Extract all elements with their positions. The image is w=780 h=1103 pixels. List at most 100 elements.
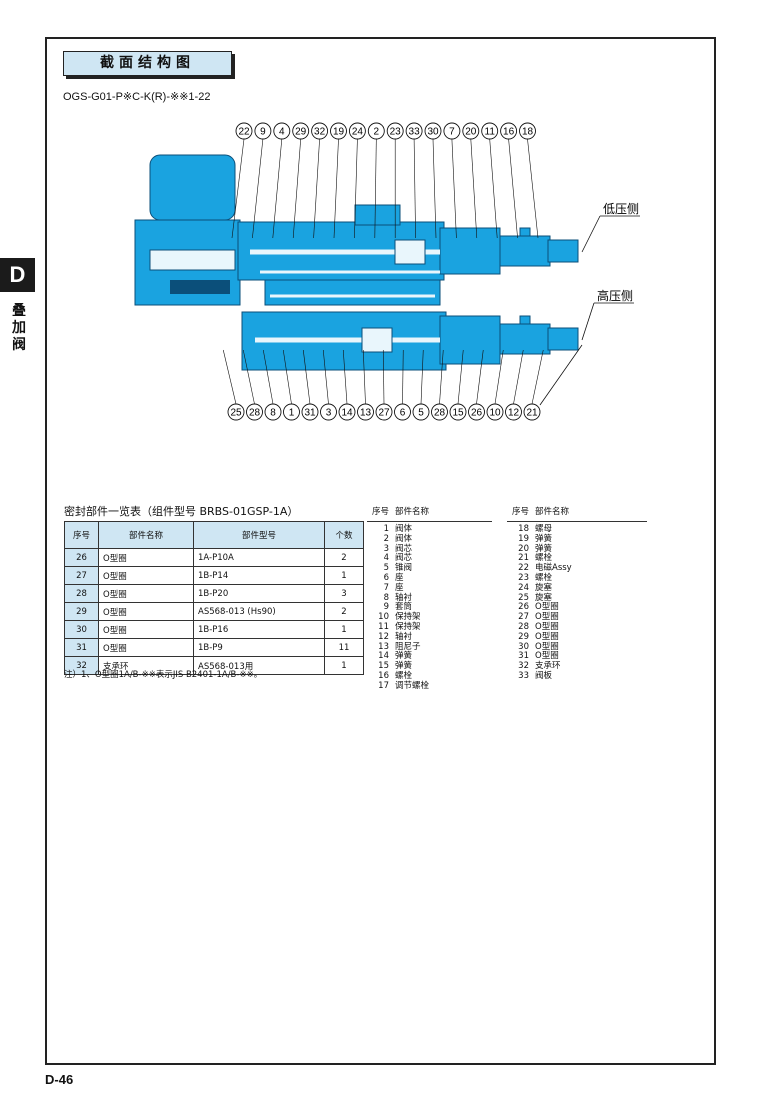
cell-model: AS568-013 (Hs90) [193, 602, 325, 621]
part-number: 9 [383, 602, 389, 613]
leader-line [413, 138, 416, 239]
callout-number: 3 [326, 408, 332, 419]
callout-number: 22 [238, 127, 250, 138]
cell-qty: 1 [324, 656, 364, 675]
cell-model: 1B-P9 [193, 638, 325, 657]
cell-qty: 2 [324, 602, 364, 621]
section-tab-label: 叠加阀 [12, 303, 26, 353]
page-number: D-46 [45, 1072, 74, 1087]
cell-name: O型圈 [98, 566, 194, 585]
list-item: 1 阀体 [367, 524, 492, 535]
part-number: 30 [518, 641, 529, 652]
callout-circle [292, 122, 310, 140]
part-name: 螺栓 [395, 670, 413, 681]
part-number: 32 [518, 661, 529, 672]
seal-table-title: 密封部件一览表（组件型号 BRBS-01GSP-1A） [64, 505, 299, 518]
leader-line [432, 138, 437, 239]
leader-line [513, 349, 524, 405]
callout-circle [320, 403, 337, 421]
part-number: 2 [383, 533, 389, 544]
callout-number: 2 [374, 127, 380, 138]
leader-line [494, 349, 504, 405]
part-number: 5 [383, 563, 389, 574]
callout-circle [431, 403, 448, 421]
part-name: 阀体 [395, 524, 413, 534]
col-header-qty: 个数 [324, 521, 364, 549]
part-number: 19 [518, 533, 529, 544]
callout-circle [443, 122, 461, 140]
part-number: 6 [383, 572, 389, 583]
leader-line [313, 138, 320, 239]
cell-no: 32 [64, 656, 99, 675]
callout-number: 4 [279, 127, 285, 138]
callout-number: 26 [471, 408, 483, 419]
leader-line [242, 349, 255, 405]
part-name: O型圈 [535, 612, 559, 623]
part-name: 调节螺栓 [395, 680, 430, 691]
callout-circle [500, 122, 518, 140]
leader-line [489, 138, 498, 239]
section-tab: D [0, 258, 35, 292]
part-number: 12 [378, 631, 389, 642]
part-number: 20 [518, 543, 529, 554]
cell-model: 1B-P20 [193, 584, 325, 603]
part-number: 11 [378, 621, 389, 632]
part-number: 1 [383, 524, 389, 534]
callout-number: 30 [427, 127, 439, 138]
callout-number: 31 [304, 408, 316, 419]
cell-qty: 3 [324, 584, 364, 603]
part-number: 23 [518, 572, 529, 583]
part-name: O型圈 [535, 602, 559, 613]
callout-number: 14 [341, 408, 353, 419]
callout-circle [338, 403, 356, 421]
callout-circle [301, 403, 319, 421]
callout-circle [235, 122, 253, 140]
part-name: 轴衬 [395, 592, 413, 603]
part-name: 螺母 [535, 524, 553, 534]
callout-number: 32 [314, 127, 326, 138]
leader-line [374, 138, 377, 239]
callout-circle [264, 403, 282, 421]
leader-line [420, 349, 424, 405]
leader-line [382, 349, 385, 405]
part-name: 螺栓 [535, 572, 553, 583]
part-name: O型圈 [535, 641, 559, 652]
callout-circle [367, 122, 385, 140]
part-name: 阀芯 [395, 553, 413, 564]
leader-line [282, 349, 292, 405]
callout-number: 23 [390, 127, 402, 138]
callout-circle [468, 403, 485, 421]
part-name: O型圈 [535, 631, 559, 642]
leader-line [272, 138, 283, 239]
leader-line [527, 138, 539, 239]
callout-circle [311, 122, 329, 140]
cell-no: 28 [64, 584, 99, 603]
callout-number: 11 [485, 127, 496, 138]
cell-no: 30 [64, 620, 99, 639]
leader-line [322, 349, 329, 405]
part-name: 座 [395, 572, 404, 583]
callout-number: 15 [452, 408, 464, 419]
leader-line [302, 349, 311, 405]
part-number: 10 [378, 612, 389, 623]
callout-number: 19 [333, 127, 345, 138]
callout-circle [273, 122, 291, 140]
callout-circle [375, 403, 393, 421]
